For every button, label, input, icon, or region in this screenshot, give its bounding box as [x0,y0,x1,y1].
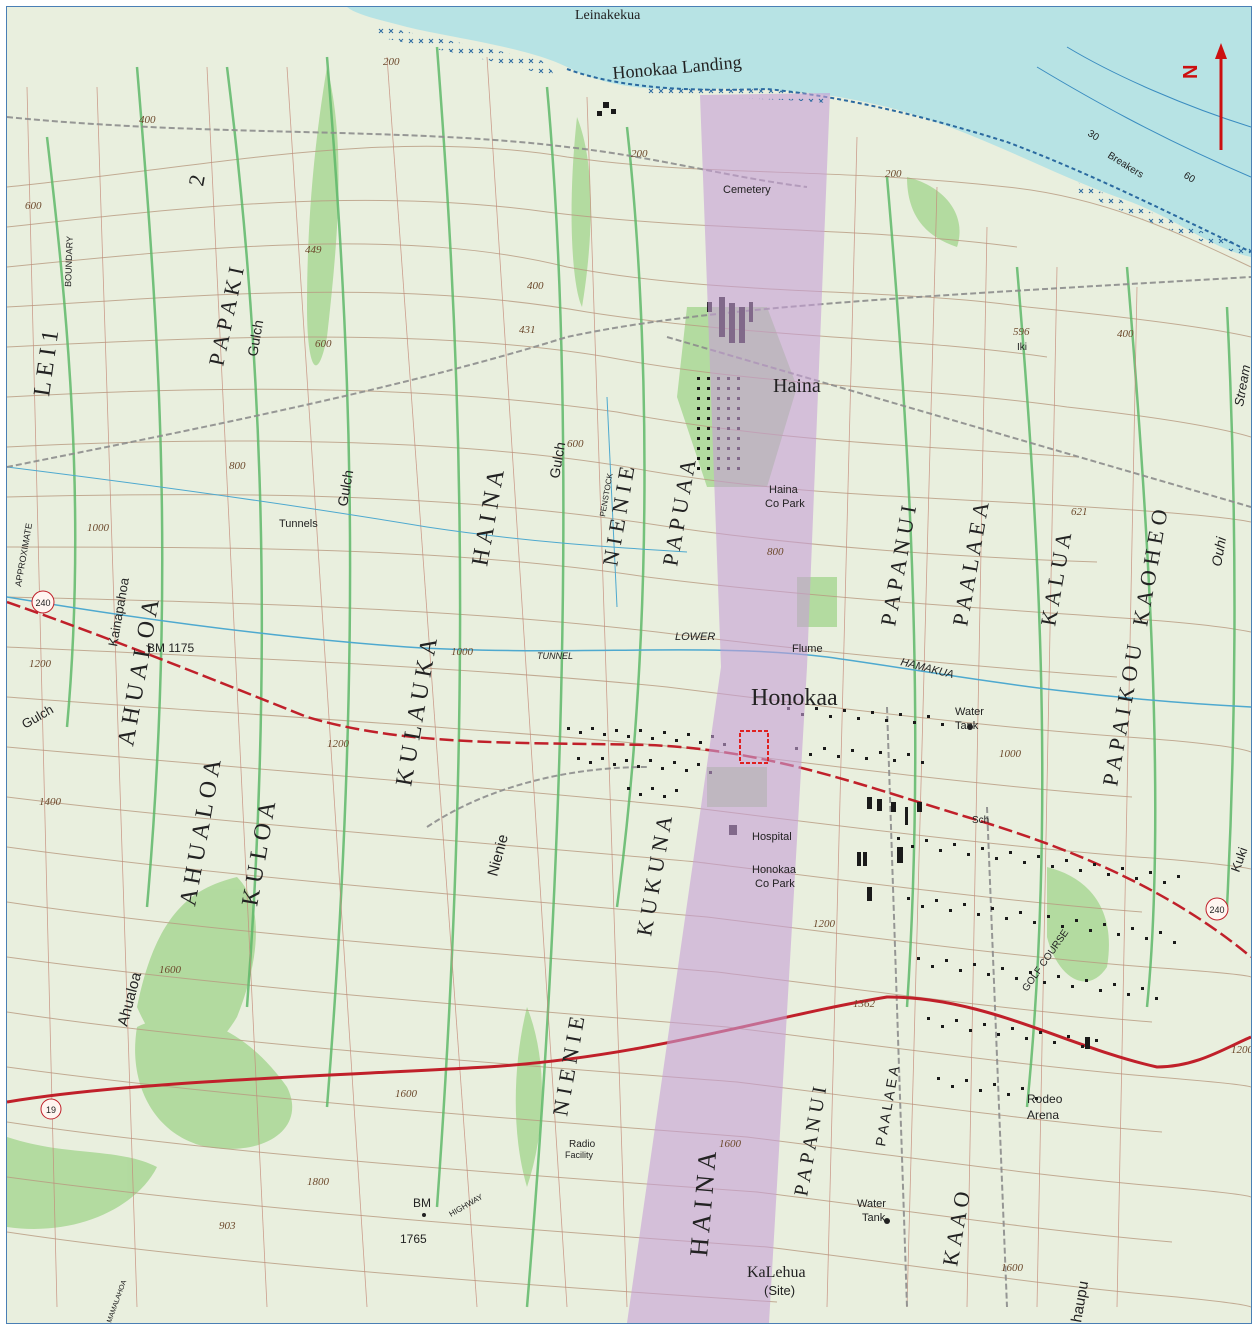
elev-1400: 1400 [39,796,62,808]
kalehua-label: KaLehua [747,1264,806,1281]
map-canvas: 240 240 19 N Leinakekua Honokaa Landing … [7,7,1251,1323]
penstock [606,396,618,608]
elev-449: 449 [305,244,322,256]
coastal-rocks [377,25,555,77]
honokaa-park-label-2: Co Park [755,878,795,890]
elev-1362: 1362 [853,998,876,1010]
north-label: N [1180,65,1202,79]
route-240-label: 240 [1209,905,1224,915]
stream [7,466,688,553]
ocean [347,7,1251,257]
north-arrow: N [1180,43,1227,150]
location-marker [739,730,769,764]
land-2: 2 [183,173,210,188]
bm-label: BM [413,1196,431,1210]
iki-label: Iki [1017,342,1027,353]
school-label: Sch [972,815,989,826]
haina-park-label-2: Co Park [765,498,805,510]
elev-600: 600 [567,438,584,450]
water-tank-symbol [884,1218,890,1224]
topographic-map: 240 240 19 N Leinakekua Honokaa Landing … [6,6,1252,1324]
radio-label: Radio [569,1139,596,1150]
gulch-label: Gulch [334,469,356,508]
honokaa-park-label: Honokaa [752,864,797,876]
rodeo-label-2: Arena [1027,1108,1059,1122]
kalehua-site-label: (Site) [764,1283,795,1298]
bm-1175-label: BM 1175 [147,641,194,655]
elev-903: 903 [219,1220,236,1232]
gulch-label: Gulch [244,319,266,358]
tunnel-label: TUNNEL [537,651,573,661]
elev-600: 600 [25,200,42,212]
breaker-line [566,68,1251,253]
elev-1200: 1200 [1231,1044,1251,1056]
radio-label-2: Facility [565,1150,594,1160]
coastal-rocks [1077,182,1251,257]
water-tank-label: Water [955,706,984,718]
cemetery-label: Cemetery [723,184,771,196]
coastal-rocks [647,87,827,103]
hospital-label: Hospital [752,831,792,843]
depth-contour [1066,46,1251,128]
water-tank-symbol [967,724,973,730]
elev-400: 400 [139,114,156,126]
route-240-shield: 240 [1205,897,1229,921]
route-19-label: 19 [46,1105,56,1115]
haina-park-label: Haina [769,484,799,496]
haina-town-label: Haina [773,375,821,397]
elev-1600: 1600 [1001,1262,1024,1274]
ouhi-label: Ouhi [1208,535,1229,568]
elev-1200: 1200 [29,658,52,670]
elev-1800: 1800 [307,1176,330,1188]
elev-800: 800 [767,546,784,558]
elev-600: 600 [315,338,332,350]
route-240-shield: 240 [31,590,55,614]
lower-label: LOWER [675,631,715,643]
elev-1000: 1000 [451,646,474,658]
leinakekua-label: Leinakekua [575,8,641,23]
depth-contour [1036,66,1251,178]
elev-400: 400 [1117,328,1134,340]
elev-400: 400 [527,280,544,292]
gulches [45,46,1236,1308]
flume-label: Flume [792,643,823,655]
benchmark-symbol [422,1213,426,1217]
elev-431: 431 [519,324,536,336]
tunnels-label: Tunnels [279,518,318,530]
elev-800: 800 [229,460,246,472]
honokaa-town-label: Honokaa [751,685,838,711]
elev-200: 200 [885,168,902,180]
elevation-labels: 200 200 200 400 400 400 449 431 596 600 … [25,56,1251,1274]
stream-label: Stream [1231,363,1251,407]
elev-200: 200 [631,148,648,160]
water-tank-label: Water [857,1198,886,1210]
haina-corridor [627,93,830,1323]
division-lines [26,56,1138,1308]
elev-621: 621 [1071,506,1088,518]
bm-1765-label: 1765 [400,1232,427,1246]
elev-200: 200 [383,56,400,68]
gulch-label: Gulch [546,441,568,480]
elev-1000: 1000 [999,748,1022,760]
route-240 [7,600,1251,958]
elev-1600: 1600 [719,1138,742,1150]
elev-596: 596 [1013,326,1030,338]
water-tank-label-2: Tank [955,720,979,732]
route-240-label: 240 [35,598,50,608]
water-tank-label-2: Tank [862,1212,886,1224]
elev-1200: 1200 [327,738,350,750]
elev-1600: 1600 [159,964,182,976]
elev-1600: 1600 [395,1088,418,1100]
haupu-label: haupu [1068,1280,1092,1323]
elev-1000: 1000 [87,522,110,534]
elev-1200: 1200 [813,918,836,930]
rodeo-label: Rodeo [1027,1092,1063,1106]
route-19-shield: 19 [40,1098,62,1120]
boundary-label: BOUNDARY [63,236,75,287]
lower-hamakua-ditch [7,596,1251,708]
